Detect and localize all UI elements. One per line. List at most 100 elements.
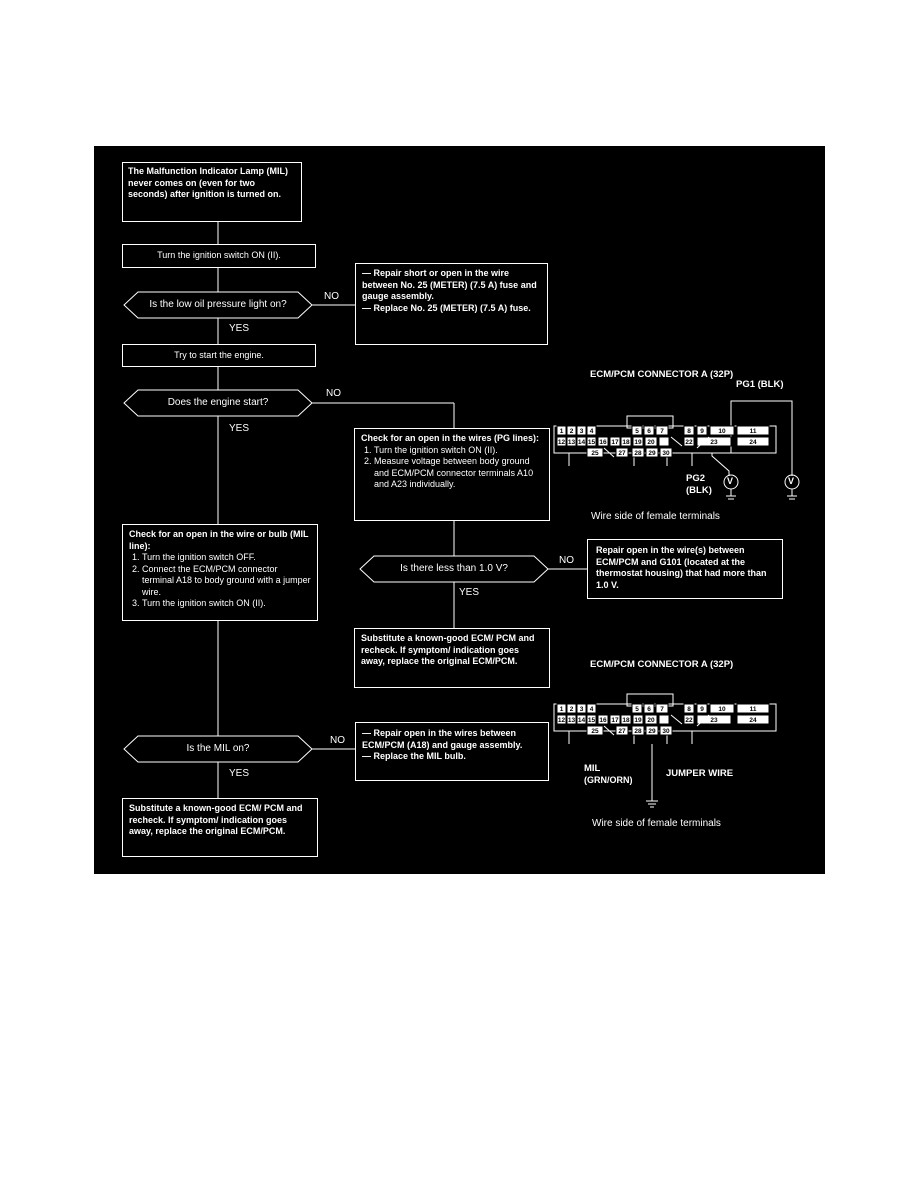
terminal-cell	[620, 714, 632, 725]
terminal-number: 22	[685, 439, 693, 446]
terminal-cell	[615, 725, 629, 736]
terminal-number: 2	[570, 428, 574, 435]
terminal-number: 12	[558, 717, 566, 724]
terminal-cell	[556, 425, 567, 436]
terminal-number: 25	[591, 450, 599, 457]
terminal-cell	[586, 725, 604, 736]
mil-color-label: (GRN/ORN)	[584, 775, 633, 785]
start-box: The Malfunction Indicator Lamp (MIL) nev…	[122, 162, 302, 222]
terminal-cell	[597, 714, 609, 725]
jumper-wire-label: JUMPER WIRE	[666, 768, 734, 779]
terminal-number: 13	[568, 439, 576, 446]
terminal-number: 6	[647, 428, 651, 435]
terminal-cell	[645, 447, 659, 458]
repair-mil-box: Repair open in the wires between ECM/PCM…	[355, 722, 549, 781]
repair-g101-box: Repair open in the wire(s) between ECM/P…	[587, 539, 783, 599]
terminal-number: 18	[622, 717, 630, 724]
terminal-number: 23	[710, 439, 718, 446]
connector1-caption: Wire side of female terminals	[591, 511, 720, 522]
terminal-number: 8	[687, 706, 691, 713]
decision-shape	[123, 291, 313, 319]
yes-label: YES	[459, 587, 480, 598]
terminal-cell	[736, 703, 770, 714]
question-voltage: Is there less than 1.0 V?	[400, 563, 508, 574]
terminal-cell	[696, 425, 708, 436]
terminal-cell	[615, 447, 629, 458]
terminal-number: 7	[660, 706, 664, 713]
terminal-cell	[631, 447, 645, 458]
terminal-cell	[683, 714, 695, 725]
blank-terminal-slash	[670, 714, 683, 725]
terminal-number: 7	[660, 428, 664, 435]
terminal-cell	[609, 436, 621, 447]
no-label: NO	[326, 388, 341, 399]
terminal-cell	[736, 436, 770, 447]
decision-shape	[359, 555, 549, 583]
terminal-number: 16	[599, 439, 607, 446]
decision-shape	[123, 389, 313, 417]
terminal-cell	[696, 436, 732, 447]
terminal-number: 28	[634, 450, 642, 457]
terminal-cell	[683, 425, 695, 436]
terminal-cell	[586, 714, 597, 725]
terminal-cell	[586, 425, 597, 436]
terminal-cell	[566, 425, 577, 436]
no-label: NO	[324, 291, 339, 302]
repair-fuse-box: Repair short or open in the wire between…	[355, 263, 548, 345]
terminal-cell	[632, 436, 644, 447]
terminal-cell	[643, 703, 655, 714]
terminal-cell	[556, 714, 567, 725]
no-label: NO	[559, 555, 574, 566]
terminal-number: 23	[710, 717, 718, 724]
terminal-cell	[644, 436, 658, 447]
terminal-cell	[655, 425, 669, 436]
terminal-cell	[696, 703, 708, 714]
terminal-number: 17	[611, 717, 619, 724]
terminal-number: 1	[560, 706, 564, 713]
terminal-number: 12	[558, 439, 566, 446]
terminal-number: 27	[618, 450, 626, 457]
terminal-cell	[576, 714, 587, 725]
terminal-number: 11	[750, 428, 757, 435]
terminal-cell	[566, 436, 577, 447]
pg2-wire	[711, 453, 730, 476]
terminal-number: 10	[718, 428, 726, 435]
terminal-number: 13	[568, 717, 576, 724]
terminal-cell	[586, 447, 604, 458]
terminal-number: 15	[588, 439, 596, 446]
repair-fuse-item: Repair short or open in the wire between…	[362, 268, 541, 303]
terminal-number: 16	[599, 717, 607, 724]
check-mil-title: Check for an open in the wire or bulb (M…	[129, 529, 309, 551]
terminal-number: 1	[560, 428, 564, 435]
blank-terminal-slash	[696, 714, 710, 727]
terminal-number: 9	[700, 706, 704, 713]
terminal-number: 19	[634, 717, 642, 724]
terminal-number: 2	[570, 706, 574, 713]
blank-terminal-slash	[696, 436, 710, 449]
check-pg-title: Check for an open in the wires (PG lines…	[361, 433, 540, 443]
repair-fuse-item: Replace No. 25 (METER) (7.5 A) fuse.	[362, 303, 541, 315]
terminal-cell	[658, 714, 670, 725]
terminal-cell	[576, 425, 587, 436]
check-mil-step: Turn the ignition switch ON (II).	[142, 598, 311, 610]
blank-terminal-slash	[603, 447, 615, 458]
pg2-color-label: (BLK)	[686, 485, 712, 496]
terminal-number: 20	[647, 717, 655, 724]
terminal-number: 6	[647, 706, 651, 713]
terminal-number: 14	[578, 439, 586, 446]
terminal-number: 9	[700, 428, 704, 435]
terminal-cell	[620, 436, 632, 447]
terminal-number: 18	[622, 439, 630, 446]
terminal-cell	[586, 436, 597, 447]
terminal-number: 4	[590, 706, 594, 713]
substitute-ecm-box-2: Substitute a known-good ECM/ PCM and rec…	[122, 798, 318, 857]
blank-terminal-slash	[603, 725, 615, 736]
pg2-label: PG2	[686, 473, 706, 484]
voltmeter-icon: V	[727, 476, 734, 486]
pg1-label: PG1 (BLK)	[736, 379, 784, 390]
yes-label: YES	[229, 323, 250, 334]
check-mil-step: Connect the ECM/PCM connector terminal A…	[142, 564, 311, 599]
terminal-number: 19	[634, 439, 642, 446]
terminal-cell	[556, 436, 567, 447]
